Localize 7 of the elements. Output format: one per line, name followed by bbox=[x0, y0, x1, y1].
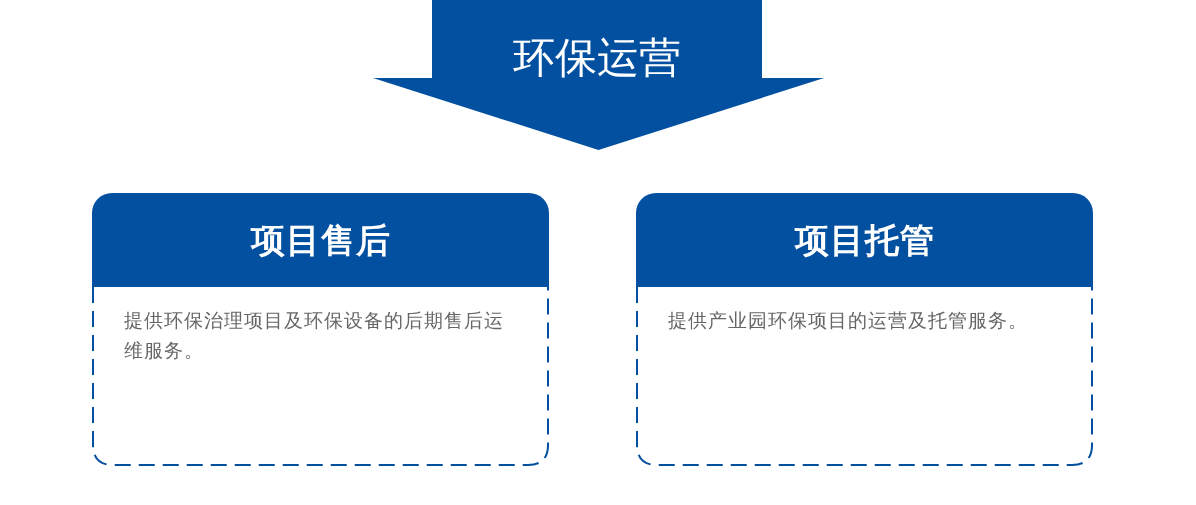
card-title: 项目托管 bbox=[794, 220, 935, 260]
card-description: 提供环保治理项目及环保设备的后期售后运维服务。 bbox=[124, 308, 505, 363]
card-description: 提供产业园环保项目的运营及托管服务。 bbox=[668, 308, 1029, 333]
service-card bbox=[92, 193, 549, 466]
card-title: 项目售后 bbox=[250, 220, 391, 260]
arrow-title: 环保运营 bbox=[512, 34, 682, 82]
service-card bbox=[636, 193, 1093, 466]
